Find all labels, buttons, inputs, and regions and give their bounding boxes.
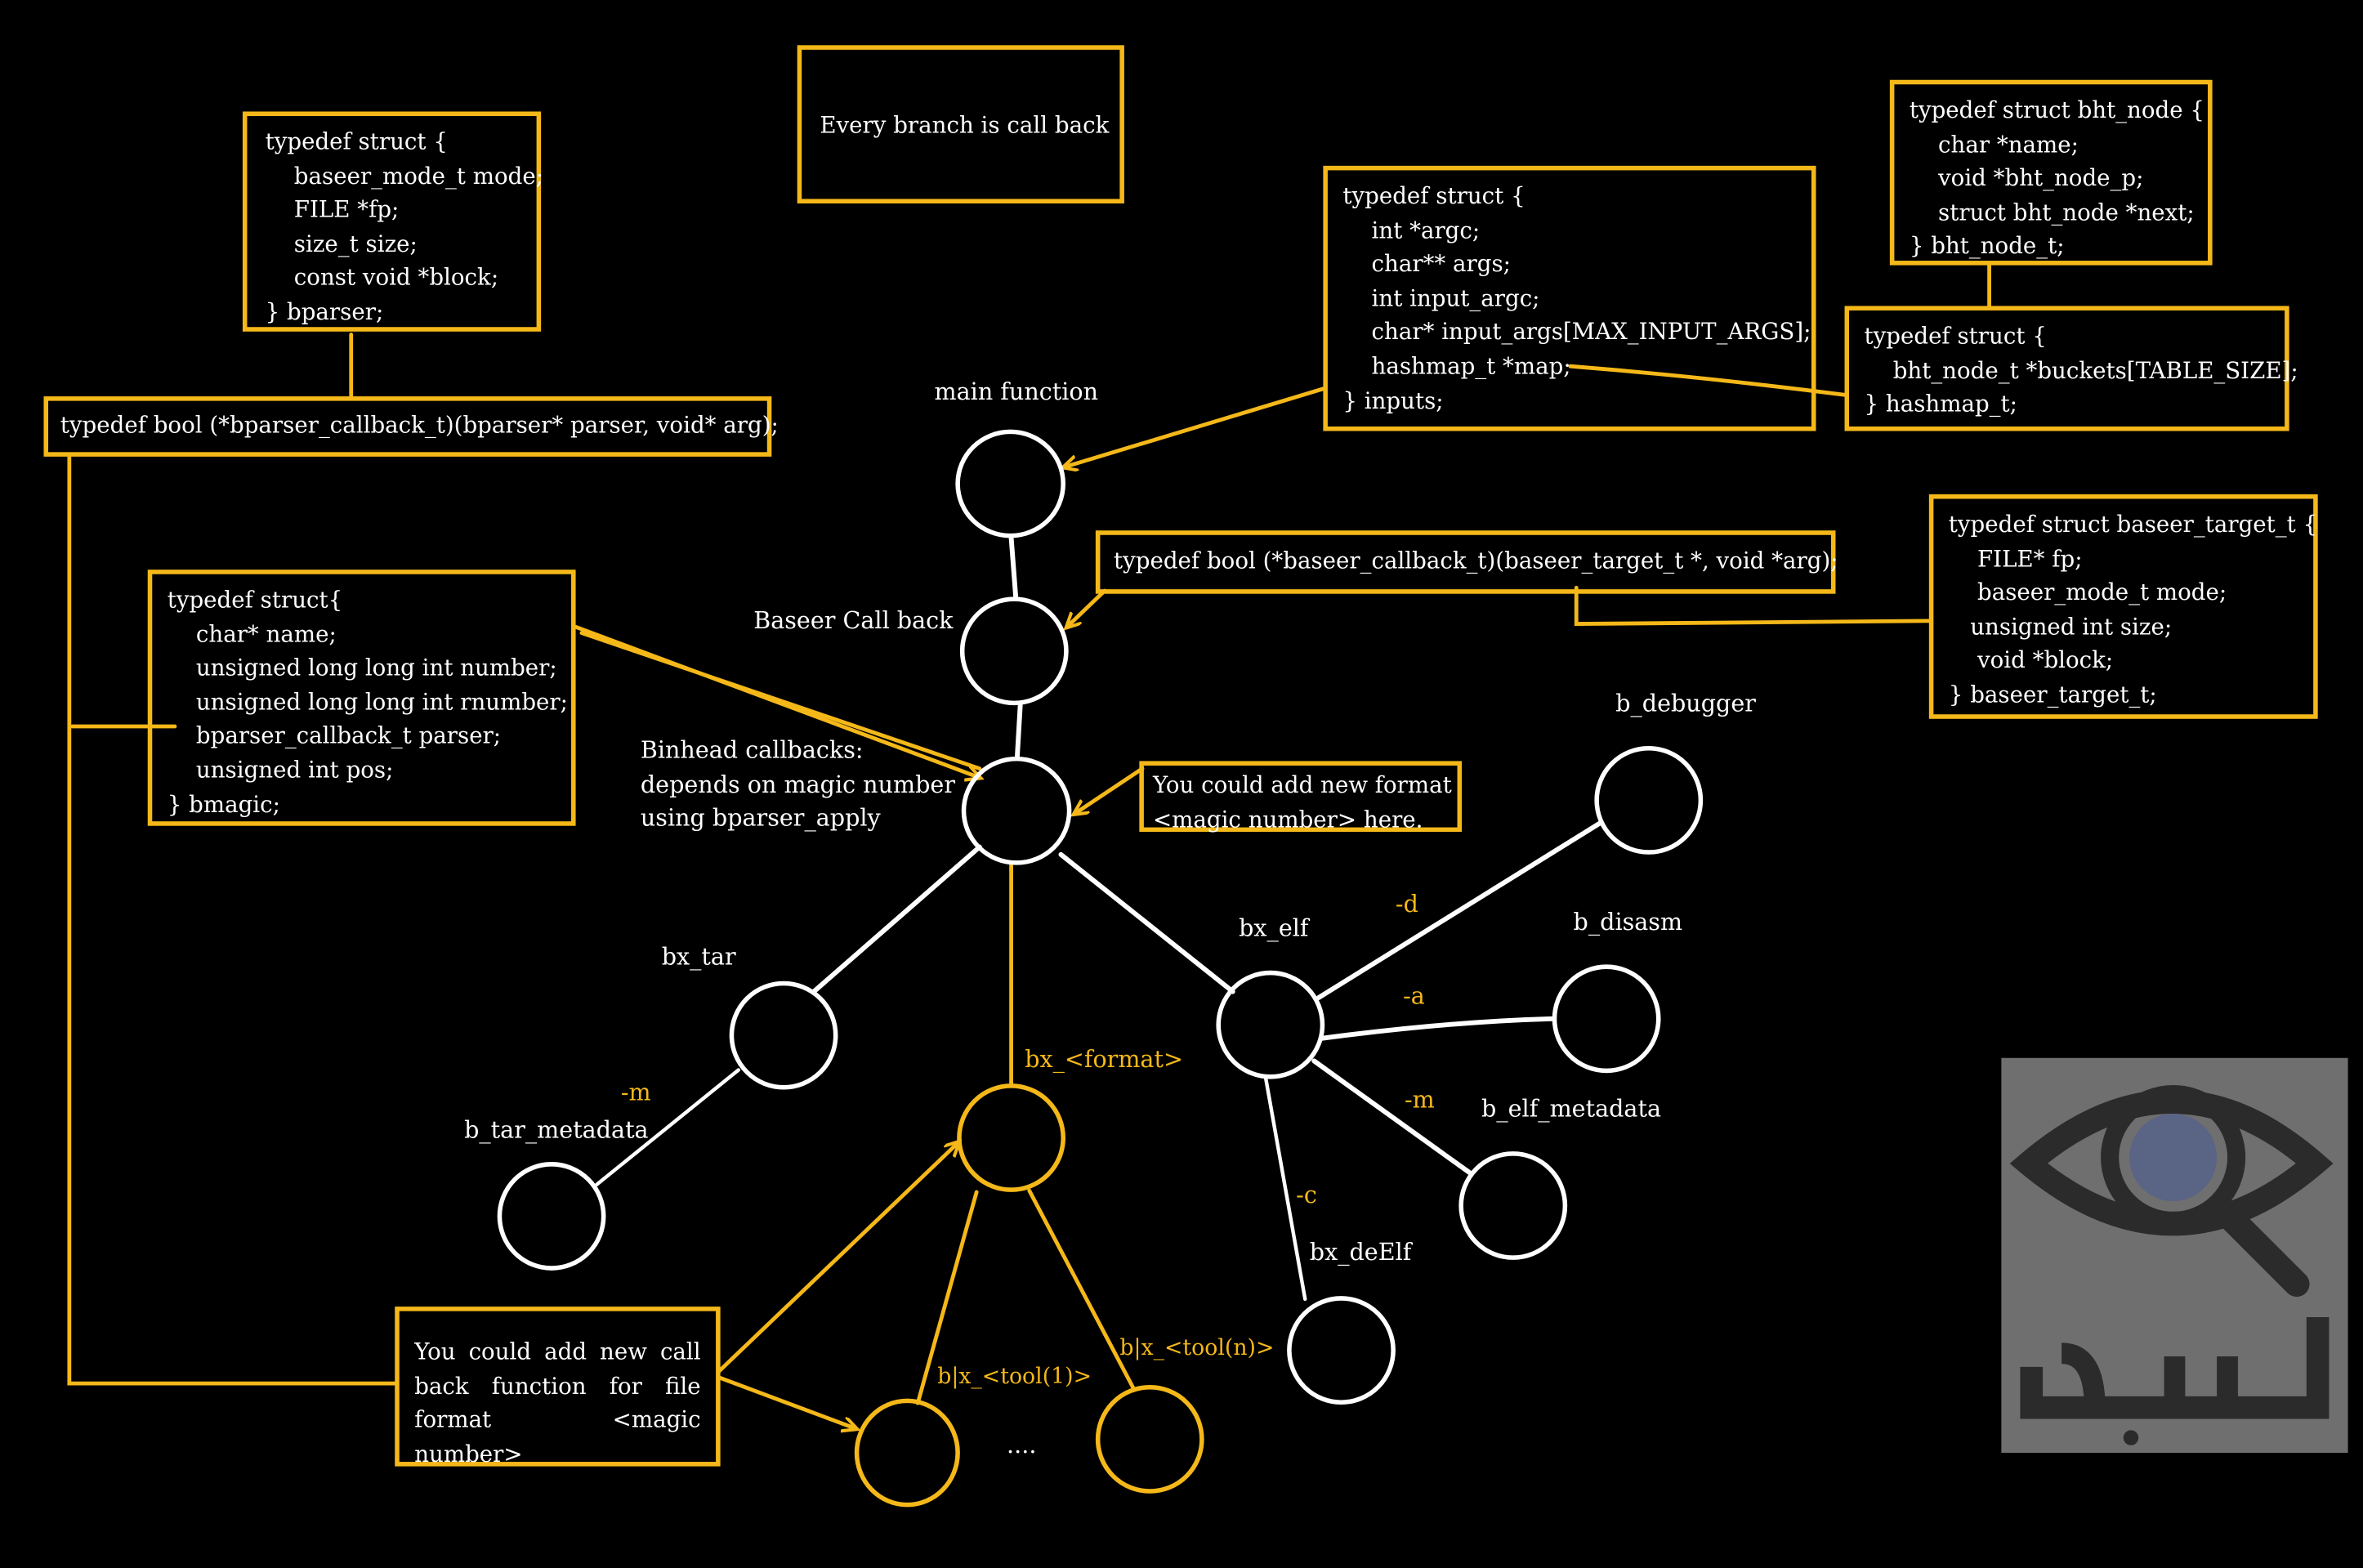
edge-binhead-elf	[1058, 851, 1235, 994]
label-b-tar-metadata: b_tar_metadata	[464, 1116, 649, 1144]
callback-note-box: Every branch is call back	[797, 45, 1124, 203]
link-map-hashmap	[1568, 364, 1847, 397]
flag-m-elf: -m	[1404, 1086, 1435, 1115]
label-b-elf-metadata: b_elf_metadata	[1481, 1095, 1662, 1124]
arrow-callback-baseer	[1067, 588, 1107, 627]
label-b-debugger: b_debugger	[1615, 690, 1756, 717]
edge-main-baseer	[1008, 535, 1019, 600]
link-target-callback	[1574, 585, 1932, 626]
edge-baseer-binhead	[1015, 703, 1023, 759]
eye-icon	[2009, 1084, 2334, 1445]
label-tool-1: b|x_<tool(1)>	[937, 1365, 1092, 1390]
node-tool-n	[1095, 1385, 1204, 1494]
label-main-function: main function	[934, 377, 1099, 406]
flag-c: -c	[1296, 1182, 1317, 1209]
annotation-edges	[67, 263, 1992, 1429]
label-bx-deelf: bx_deElf	[1309, 1239, 1412, 1266]
label-bx-elf: bx_elf	[1239, 914, 1309, 942]
inputs-struct-box: typedef struct { int *argc; char** args;…	[1323, 165, 1816, 431]
arrow-note-format	[717, 1142, 958, 1374]
node-b-disasm	[1552, 964, 1661, 1074]
arrow-bmagic-binhead-stroke	[579, 631, 982, 771]
node-baseer-call-back	[959, 596, 1069, 706]
node-b-debugger	[1594, 745, 1704, 855]
arrow-inputs-main	[1064, 386, 1325, 467]
flag-d: -d	[1395, 891, 1418, 918]
edge-elf-metadata	[1311, 1058, 1472, 1175]
label-ellipsis: ....	[1007, 1432, 1037, 1459]
baseer-callback-box: typedef bool (*baseer_callback_t)(baseer…	[1095, 530, 1838, 594]
label-binhead: Binhead callbacks: depends on magic numb…	[640, 736, 956, 833]
edge-elf-deelf	[1264, 1077, 1307, 1302]
node-b-tar-metadata	[497, 1162, 606, 1271]
flag-a: -a	[1403, 982, 1425, 1010]
edge-binhead-tar	[811, 844, 982, 994]
label-b-disasm: b_disasm	[1573, 909, 1683, 936]
flag-m-tar: -m	[620, 1079, 651, 1106]
new-callback-note-box: You could add new call back function for…	[395, 1307, 721, 1467]
label-bx-format: bx_<format>	[1025, 1046, 1183, 1074]
node-tool-1	[854, 1398, 960, 1508]
arrow-note-binhead	[1074, 766, 1145, 814]
node-binhead	[961, 756, 1072, 865]
edge-format-tooln	[1027, 1188, 1136, 1391]
edge-format-tool1	[915, 1190, 979, 1405]
baseer-target-struct-box: typedef struct baseer_target_t { FILE* f…	[1928, 494, 2318, 719]
node-main-function	[955, 429, 1065, 538]
node-b-elf-metadata	[1458, 1151, 1568, 1260]
edge-elf-disasm	[1319, 1016, 1555, 1041]
label-baseer-call-back: Baseer Call back	[753, 607, 954, 635]
link-callback-bus	[67, 453, 397, 1386]
node-bx-format	[957, 1083, 1065, 1192]
node-bx-elf	[1216, 970, 1325, 1079]
arrow-note-tool1	[717, 1375, 856, 1429]
baseer-logo	[2001, 1057, 2348, 1454]
label-tool-n: b|x_<tool(n)>	[1119, 1336, 1275, 1361]
bht-node-struct-box: typedef struct bht_node { char *name; vo…	[1889, 79, 2213, 266]
node-bx-deelf	[1287, 1296, 1396, 1405]
label-bx-tar: bx_tar	[661, 943, 736, 971]
edge-elf-debugger	[1316, 820, 1603, 1000]
bparser-callback-box: typedef bool (*bparser_callback_t)(bpars…	[43, 396, 779, 457]
edge-tar-metadata	[595, 1068, 740, 1186]
tree-edges	[595, 535, 1603, 1302]
bmagic-struct-box: typedef struct{ char* name; unsigned lon…	[147, 570, 576, 826]
new-format-note-box: You could add new format <magic number> …	[1139, 761, 1463, 833]
bparser-struct-box: typedef struct { baseer_mode_t mode; FIL…	[242, 111, 543, 332]
hashmap-struct-box: typedef struct { bht_node_t *buckets[TAB…	[1844, 306, 2298, 431]
node-bx-tar	[729, 981, 838, 1090]
